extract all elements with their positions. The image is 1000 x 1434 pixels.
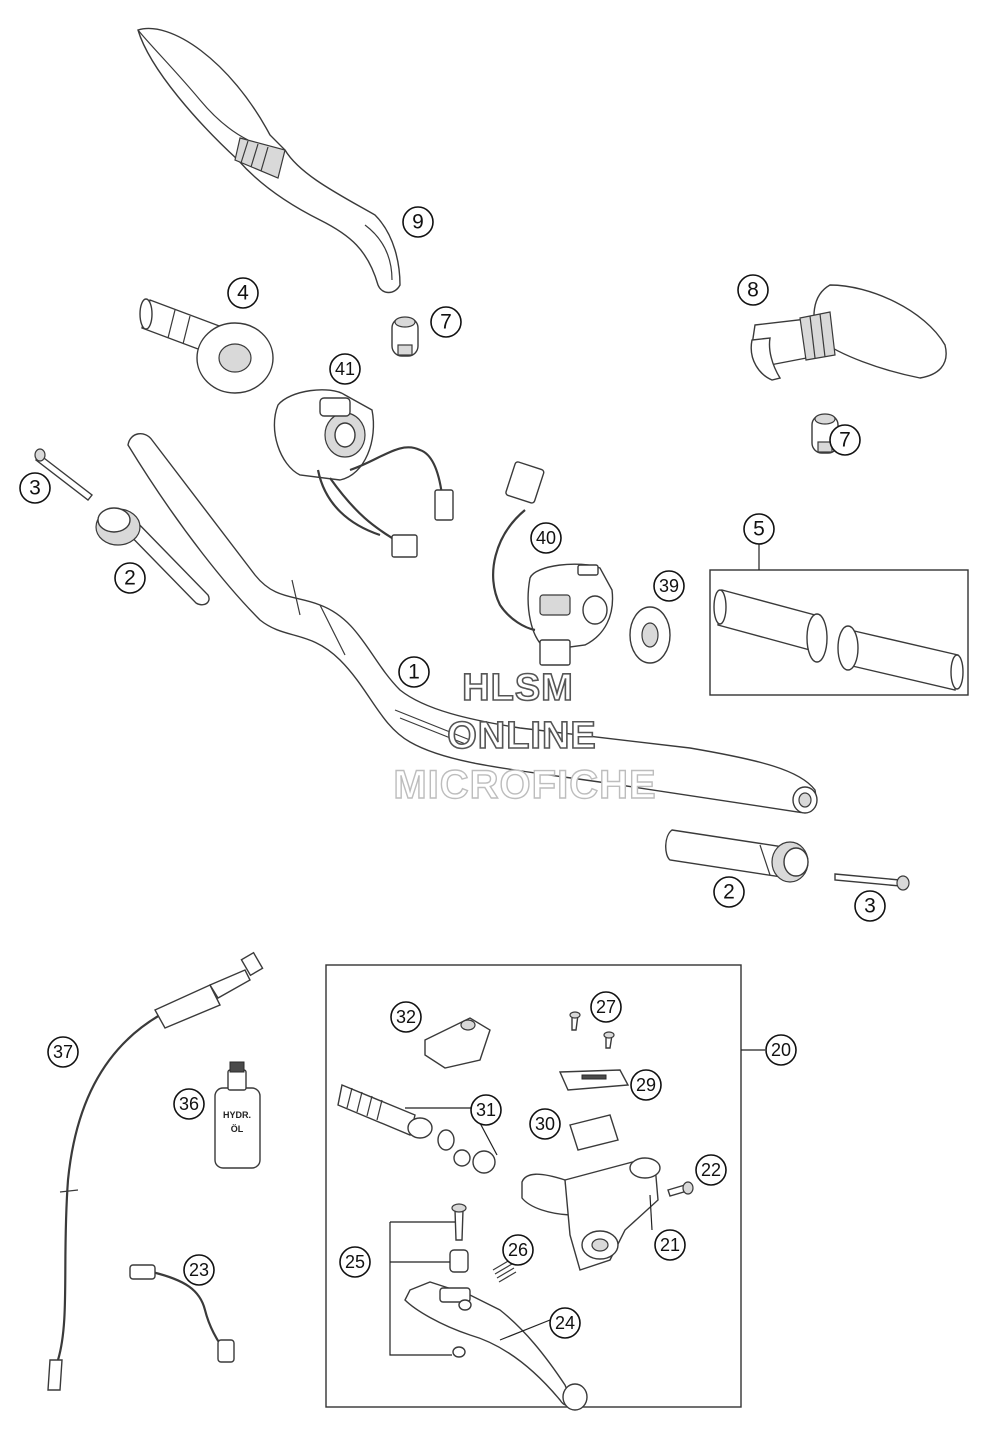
svg-text:7: 7	[839, 429, 851, 452]
mirror-right	[750, 284, 947, 381]
screw-part-22	[667, 1181, 694, 1197]
bolt-right	[834, 873, 910, 891]
callout-29: 29	[630, 1069, 662, 1101]
bottle-label-line2: ÖL	[231, 1124, 244, 1134]
svg-text:31: 31	[476, 1100, 496, 1120]
screws-part-27	[569, 1011, 615, 1049]
svg-text:36: 36	[179, 1094, 199, 1114]
grip-set-box	[709, 569, 969, 696]
diaphragm	[569, 1114, 619, 1151]
clutch-lever	[404, 1281, 588, 1411]
callout-26: 26	[502, 1234, 534, 1266]
callout-22: 22	[695, 1154, 727, 1186]
watermark-line2: ONLINE	[447, 715, 597, 757]
watermark-line1: HLSM	[462, 667, 574, 709]
svg-text:8: 8	[747, 279, 759, 302]
callout-37: 37	[47, 1036, 79, 1068]
svg-text:41: 41	[335, 359, 355, 379]
spring	[492, 1259, 517, 1283]
svg-text:20: 20	[771, 1040, 791, 1060]
master-cylinder-body	[521, 1157, 661, 1271]
right-switch-housing	[492, 461, 614, 666]
callout-21: 21	[654, 1229, 686, 1261]
watermark-line3: MICROFICHE	[393, 763, 656, 807]
svg-text:37: 37	[53, 1042, 73, 1062]
callout-2-left: 2	[114, 562, 146, 594]
callout-20: 20	[765, 1034, 797, 1066]
clutch-master-cylinder-box	[325, 964, 742, 1408]
svg-text:25: 25	[345, 1252, 365, 1272]
callout-23: 23	[183, 1254, 215, 1286]
clutch-hose	[47, 951, 264, 1391]
left-switch-housing	[273, 389, 454, 558]
callout-7-right: 7	[829, 424, 861, 456]
svg-text:7: 7	[440, 311, 452, 334]
watermark: HLSM ONLINE MICROFICHE	[393, 666, 657, 808]
callout-1: 1	[398, 656, 430, 688]
throttle-grip	[139, 298, 274, 394]
svg-text:39: 39	[659, 576, 679, 596]
callout-8: 8	[737, 274, 769, 306]
callout-30: 30	[529, 1108, 561, 1140]
svg-text:4: 4	[237, 282, 249, 305]
pivot-kit	[389, 1203, 469, 1358]
svg-text:24: 24	[555, 1313, 575, 1333]
callout-4: 4	[227, 277, 259, 309]
reservoir-cap	[558, 1069, 630, 1091]
callout-25: 25	[339, 1246, 371, 1278]
svg-text:21: 21	[660, 1235, 680, 1255]
callout-41: 41	[329, 353, 361, 385]
svg-text:2: 2	[124, 567, 136, 590]
sensor-cable	[129, 1264, 235, 1363]
callout-24: 24	[549, 1307, 581, 1339]
piston-kit	[337, 1084, 498, 1174]
svg-text:1: 1	[408, 661, 420, 684]
svg-text:5: 5	[753, 518, 765, 541]
svg-text:30: 30	[535, 1114, 555, 1134]
callout-9: 9	[402, 206, 434, 238]
grip-left	[713, 589, 828, 663]
callout-3-right: 3	[854, 890, 886, 922]
callout-7-left: 7	[430, 306, 462, 338]
callout-36: 36	[173, 1088, 205, 1120]
hydraulic-oil-bottle: HYDR. ÖL	[214, 1061, 261, 1169]
grip-right	[837, 625, 964, 691]
mirror-left	[137, 27, 401, 294]
svg-text:26: 26	[508, 1240, 528, 1260]
bar-end-weight-left	[391, 316, 419, 357]
svg-text:9: 9	[412, 211, 424, 234]
callout-27: 27	[590, 991, 622, 1023]
bottle-label-line1: HYDR.	[223, 1110, 251, 1120]
callout-2-right: 2	[713, 876, 745, 908]
bar-end-insert-left	[95, 507, 210, 606]
bolt-left	[34, 448, 93, 501]
svg-text:40: 40	[536, 528, 556, 548]
svg-text:3: 3	[29, 477, 41, 500]
svg-text:2: 2	[723, 881, 735, 904]
handlebar	[127, 433, 818, 814]
svg-text:22: 22	[701, 1160, 721, 1180]
svg-text:3: 3	[864, 895, 876, 918]
svg-text:29: 29	[636, 1075, 656, 1095]
bar-end-insert-right	[665, 829, 809, 883]
callout-40: 40	[530, 522, 562, 554]
leader-lines	[499, 544, 765, 1341]
callout-39: 39	[653, 570, 685, 602]
callout-5: 5	[743, 513, 775, 545]
svg-text:23: 23	[189, 1260, 209, 1280]
clamp-part-32	[424, 1017, 491, 1069]
callout-3-left: 3	[19, 472, 51, 504]
svg-text:27: 27	[596, 997, 616, 1017]
washer	[629, 606, 671, 664]
svg-text:32: 32	[396, 1007, 416, 1027]
callout-31: 31	[470, 1094, 502, 1126]
callout-32: 32	[390, 1001, 422, 1033]
